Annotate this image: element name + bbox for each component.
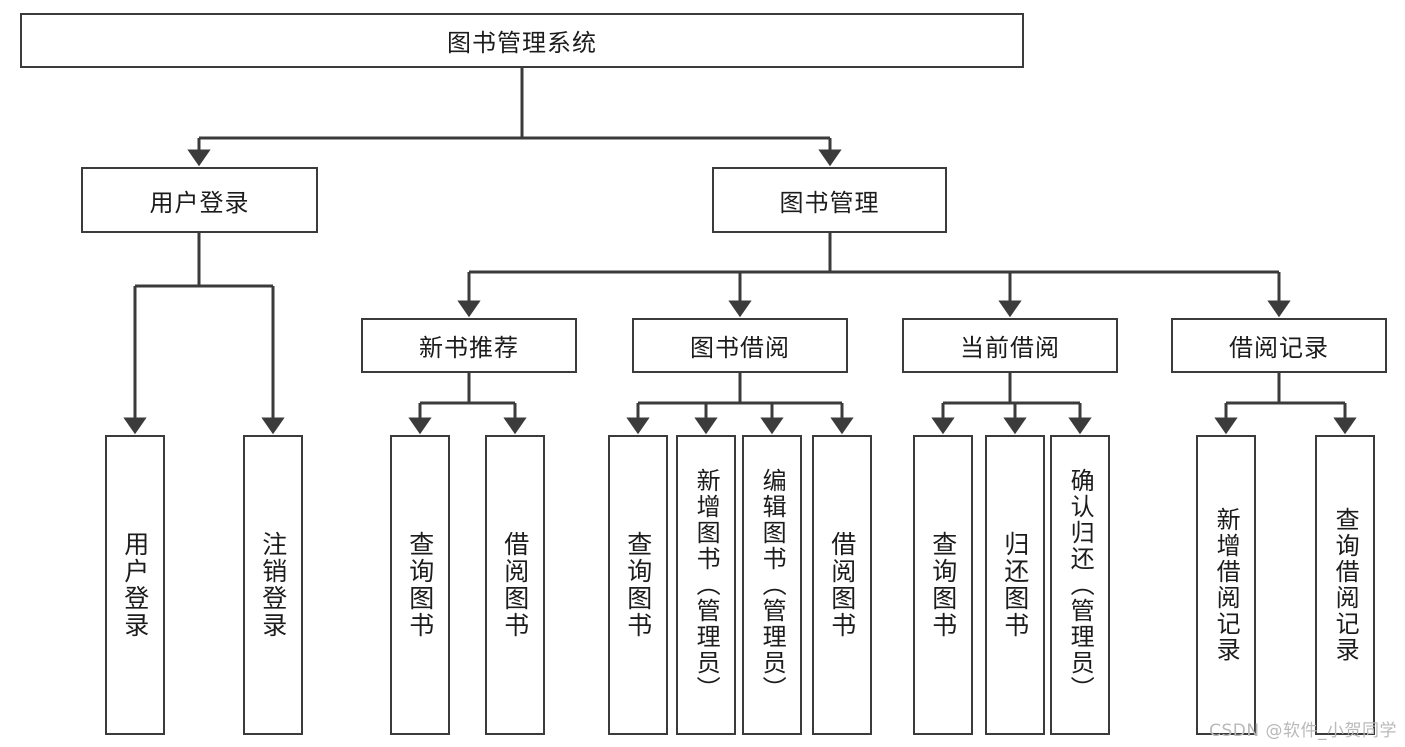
node-leaf-query-book-3-label: 查询图书	[928, 531, 958, 639]
watermark: CSDN @软件_小贺同学	[1209, 721, 1397, 741]
node-leaf-add-book[interactable]: 新增图书（管理员）	[676, 435, 736, 735]
node-leaf-confirm-return[interactable]: 确认归还（管理员）	[1050, 435, 1110, 735]
node-leaf-borrow-book-2-label: 借阅图书	[827, 531, 857, 639]
node-book-management[interactable]: 图书管理	[712, 167, 947, 233]
node-leaf-query-book-3[interactable]: 查询图书	[913, 435, 973, 735]
node-user-login-label: 用户登录	[149, 188, 250, 217]
node-new-book-recommend[interactable]: 新书推荐	[361, 318, 577, 373]
node-leaf-edit-book[interactable]: 编辑图书（管理员）	[742, 435, 802, 735]
node-new-book-recommend-label: 新书推荐	[419, 334, 519, 362]
node-user-login[interactable]: 用户登录	[81, 167, 318, 233]
node-leaf-confirm-return-label: 确认归还（管理员）	[1066, 468, 1095, 702]
node-leaf-add-record-label: 新增借阅记录	[1212, 507, 1241, 663]
node-leaf-query-book-1-label: 查询图书	[405, 531, 435, 639]
node-leaf-borrow-book-1[interactable]: 借阅图书	[485, 435, 545, 735]
node-root[interactable]: 图书管理系统	[20, 13, 1024, 68]
node-book-management-label: 图书管理	[779, 188, 880, 217]
node-borrow-record-label: 借阅记录	[1229, 334, 1329, 362]
node-current-borrow[interactable]: 当前借阅	[902, 318, 1118, 373]
node-leaf-edit-book-label: 编辑图书（管理员）	[758, 468, 787, 702]
node-leaf-user-login[interactable]: 用户登录	[105, 435, 165, 735]
node-root-label: 图书管理系统	[447, 29, 597, 57]
node-current-borrow-label: 当前借阅	[960, 334, 1060, 362]
node-leaf-query-book-2-label: 查询图书	[623, 531, 653, 639]
node-leaf-add-record[interactable]: 新增借阅记录	[1196, 435, 1256, 735]
node-leaf-add-book-label: 新增图书（管理员）	[692, 468, 721, 702]
node-leaf-return-book-label: 归还图书	[1000, 531, 1030, 639]
node-leaf-query-record[interactable]: 查询借阅记录	[1315, 435, 1375, 735]
node-leaf-borrow-book-1-label: 借阅图书	[500, 531, 530, 639]
node-leaf-query-book-2[interactable]: 查询图书	[608, 435, 668, 735]
node-leaf-logout-label: 注销登录	[258, 531, 288, 639]
node-leaf-borrow-book-2[interactable]: 借阅图书	[812, 435, 872, 735]
node-leaf-logout[interactable]: 注销登录	[243, 435, 303, 735]
node-leaf-query-record-label: 查询借阅记录	[1331, 507, 1360, 663]
node-book-borrow[interactable]: 图书借阅	[632, 318, 848, 373]
node-leaf-return-book[interactable]: 归还图书	[985, 435, 1045, 735]
node-book-borrow-label: 图书借阅	[690, 334, 790, 362]
node-leaf-query-book-1[interactable]: 查询图书	[390, 435, 450, 735]
node-leaf-user-login-label: 用户登录	[120, 531, 150, 639]
node-borrow-record[interactable]: 借阅记录	[1171, 318, 1387, 373]
